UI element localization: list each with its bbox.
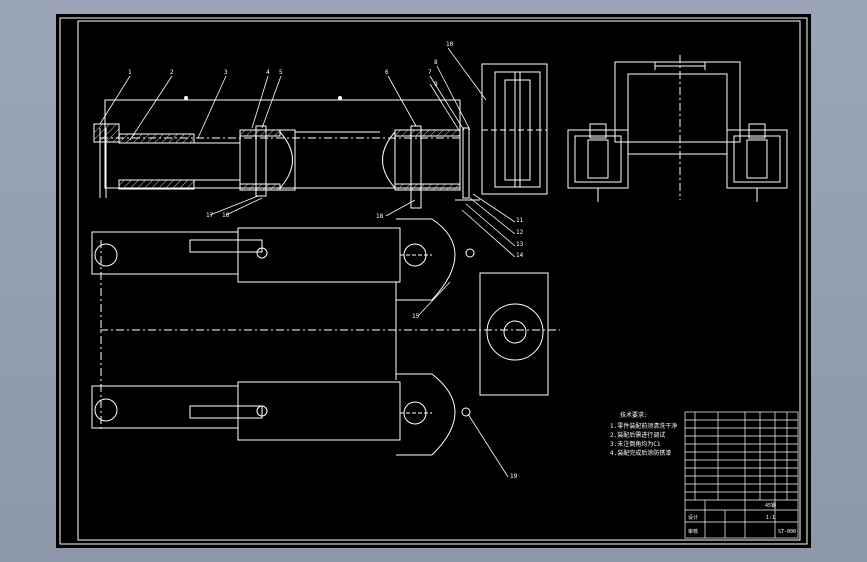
balloon-3: 3 [224,69,228,76]
notes-line-4: 4.装配完成后涂防锈漆 [610,449,671,457]
drawing-number: ST-000 [778,529,796,535]
balloon-1: 1 [128,69,132,76]
balloon-14: 14 [516,252,524,259]
balloon-12: 12 [516,229,524,236]
balloon-19: 19 [510,473,518,480]
inner-frame [77,20,801,541]
balloon-15: 15 [412,313,420,320]
balloon-13: 13 [516,241,524,248]
designer-label: 设计 [688,514,698,521]
balloon-9: 9 [434,81,438,88]
notes-title: 技术要求: [620,411,648,419]
balloon-7: 7 [428,69,432,76]
title-block [684,411,799,539]
balloon-8: 8 [434,59,438,66]
notes-line-2: 2.装配后需进行调试 [610,431,665,439]
plan-view [91,218,560,456]
balloon-17: 17 [206,212,214,219]
balloon-2: 2 [170,69,174,76]
balloon-10: 10 [446,41,454,48]
balloon-5: 5 [279,69,283,76]
notes-text: 技术要求: 1.零件装配前须清洗干净 2.装配后需进行调试 3.未注倒角均为C1… [610,411,677,457]
outer-frame [59,17,808,545]
side-roller-view [481,63,548,195]
balloon-18: 18 [376,213,384,220]
checker-label: 审核 [688,528,698,535]
notes-line-3: 3.未注倒角均为C1 [610,440,661,448]
scale-label: 1:1 [766,515,775,521]
front-section-view [93,96,480,209]
right-end-view [567,55,788,202]
balloon-6: 6 [385,69,389,76]
leader-lines [99,47,516,478]
notes-line-1: 1.零件装配前须清洗干净 [610,422,677,430]
title-block-text: 45钢 1:1 ST-000 设计 审核 [688,502,796,535]
material-label: 45钢 [765,502,776,509]
balloon-11: 11 [516,217,524,224]
balloon-16: 16 [222,212,230,219]
balloon-4: 4 [266,69,270,76]
